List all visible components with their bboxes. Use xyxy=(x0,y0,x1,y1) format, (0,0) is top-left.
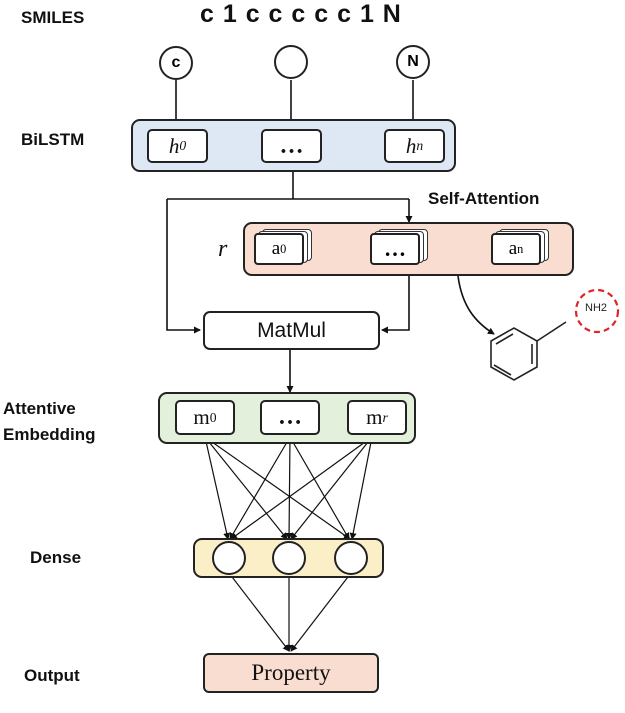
output-label: Output xyxy=(24,666,80,685)
dense-neuron-3 xyxy=(334,541,368,575)
input-node-c: c xyxy=(159,46,193,80)
attentive-label-line2: Embedding xyxy=(3,425,96,444)
attentive-label-line1: Attentive xyxy=(3,399,76,418)
amine-highlight-circle xyxy=(574,288,620,334)
r-label: r xyxy=(218,236,228,262)
input-node-n: N xyxy=(396,45,430,79)
property-output-box: Property xyxy=(203,653,379,693)
embedding-dense-links xyxy=(204,436,373,540)
to-molecule-arrow xyxy=(457,275,495,335)
smiles-string: c 1 c c c c c 1 N xyxy=(200,0,402,28)
nh2-label: NH2 xyxy=(585,302,608,314)
bilstm-label: BiLSTM xyxy=(21,130,85,149)
embedding-cell-ellipsis: … xyxy=(260,400,320,435)
input-node-middle xyxy=(274,45,308,79)
bilstm-cell-ellipsis: … xyxy=(261,129,322,163)
to-matmul-right-arrow xyxy=(381,276,410,334)
attention-stack-ellipsis: … xyxy=(370,229,428,265)
dense-output-links xyxy=(228,572,352,652)
aniline-molecule xyxy=(490,321,567,381)
dense-label: Dense xyxy=(30,548,82,567)
self-attention-label: Self-Attention xyxy=(428,189,540,208)
to-matmul-left-arrow xyxy=(166,199,201,334)
matmul-box: MatMul xyxy=(203,311,380,350)
dense-neuron-2 xyxy=(272,541,306,575)
dense-neuron-1 xyxy=(212,541,246,575)
smiles-label: SMILES xyxy=(21,8,85,27)
